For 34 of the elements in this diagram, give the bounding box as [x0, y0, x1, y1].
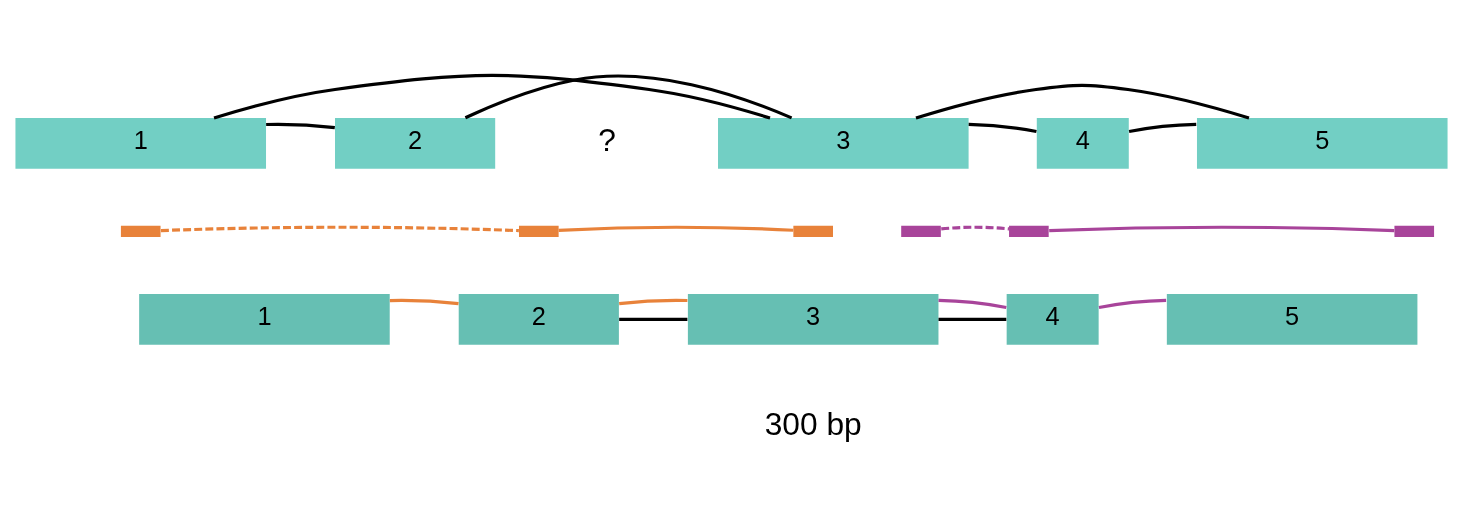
node-box: 4	[1036, 118, 1129, 169]
node-box: 1	[139, 294, 390, 345]
node-box: 2	[458, 294, 619, 345]
node-box: 5	[1197, 118, 1448, 169]
connector	[938, 298, 1007, 310]
label: 300 bp	[764, 406, 862, 443]
connector	[389, 298, 459, 306]
node-box: 3	[687, 294, 939, 345]
node-bar	[120, 225, 161, 237]
connector	[968, 122, 1037, 134]
connector	[941, 225, 1010, 231]
connector	[160, 225, 519, 233]
connector	[1098, 298, 1167, 310]
connector	[213, 73, 771, 120]
node-box: 4	[1006, 294, 1099, 345]
node-bar	[901, 225, 941, 237]
node-box: 1	[15, 118, 266, 169]
label: ?	[598, 122, 616, 159]
node-bar	[1009, 225, 1049, 237]
connector	[1128, 122, 1197, 134]
connector	[464, 74, 793, 120]
connector	[558, 225, 794, 232]
connector	[938, 317, 1007, 322]
connector	[915, 83, 1250, 120]
connector	[266, 122, 335, 130]
connector	[619, 298, 688, 306]
node-bar	[793, 225, 833, 237]
node-box: 2	[335, 118, 496, 169]
node-bar	[519, 225, 559, 237]
node-box: 3	[718, 118, 969, 169]
connector	[1049, 225, 1395, 233]
node-bar	[1394, 225, 1435, 237]
connector	[619, 317, 688, 322]
node-box: 5	[1166, 294, 1418, 345]
